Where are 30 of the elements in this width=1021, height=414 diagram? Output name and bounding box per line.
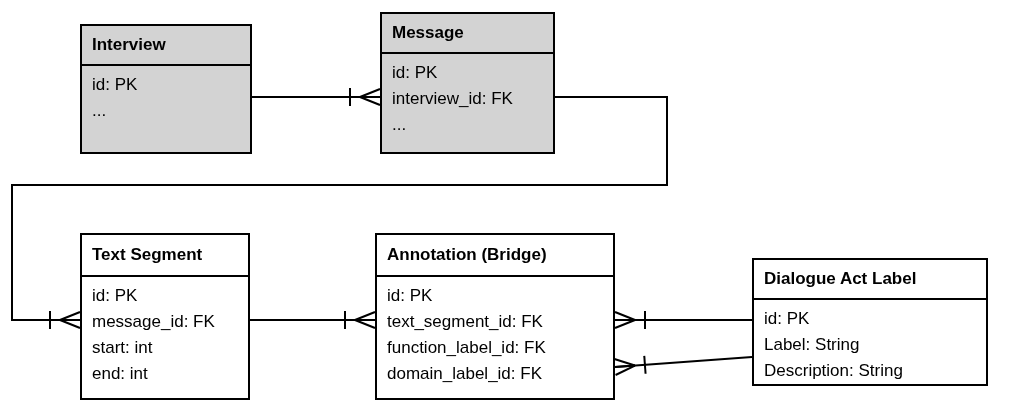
field-text: text_segment_id: FK [387, 312, 543, 331]
field-text: Description: String [764, 361, 903, 380]
entity-name: Text Segment [92, 245, 203, 265]
entity-name: Dialogue Act Label [764, 269, 917, 289]
field-text: id: PK [387, 286, 433, 305]
field-text: Label: String [764, 335, 860, 354]
entity-table [375, 233, 615, 400]
crows-foot-connector [614, 310, 753, 330]
field-text: id: PK [92, 286, 138, 305]
field-text: start: int [92, 338, 153, 357]
crows-foot-connector [249, 310, 376, 330]
field-text: function_label_id: FK [387, 338, 546, 357]
field-text: interview_id: FK [392, 89, 513, 108]
field-text: id: PK [764, 309, 810, 328]
crows-foot-connector [11, 96, 668, 330]
entity-name: Annotation (Bridge) [387, 245, 547, 265]
field-text: end: int [92, 364, 148, 383]
entity-table [752, 258, 988, 386]
entity-table [380, 12, 555, 154]
field-text: id: PK [392, 63, 438, 82]
field-text: ... [392, 115, 407, 134]
crows-foot-connector [251, 87, 381, 107]
entity-name: Message [392, 23, 464, 43]
field-text: message_id: FK [92, 312, 215, 331]
field-text: ... [92, 101, 107, 120]
entity-name: Interview [92, 35, 166, 55]
field-text: domain_label_id: FK [387, 364, 542, 383]
entity-table [80, 24, 252, 154]
entity-table [80, 233, 250, 400]
field-text: id: PK [92, 75, 138, 94]
